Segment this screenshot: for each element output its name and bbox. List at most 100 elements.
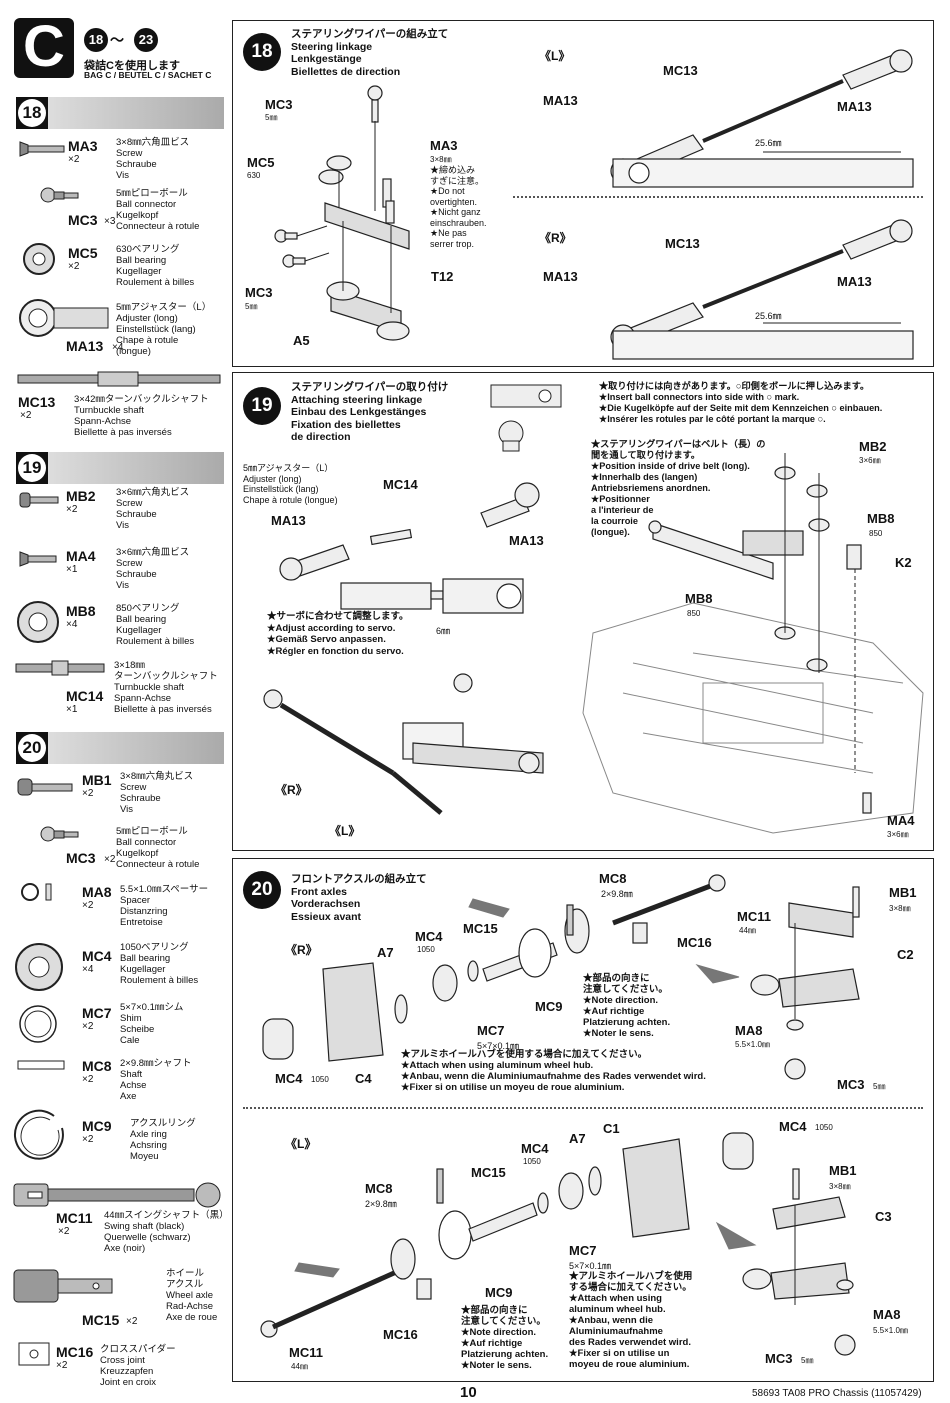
adjuster-label: 5㎜アジャスター（L） Adjuster (long) Einstellstüc…: [243, 463, 338, 505]
part-qty: ×4: [66, 619, 78, 630]
label-mc4-l2-sub: 1050: [815, 1123, 833, 1132]
label-mb1-l: MB1: [829, 1163, 857, 1178]
label-mb2: MB2: [859, 439, 887, 454]
part-code: MA4: [66, 548, 96, 564]
dim-6mm: 6㎜: [436, 626, 451, 636]
label-mc3-l-size: 5㎜: [801, 1356, 814, 1365]
part-code: MC9: [82, 1118, 112, 1134]
label-mc5: MC5: [247, 155, 275, 170]
label-mb8-b-sub: 850: [687, 609, 701, 618]
label-ma3: MA3: [430, 138, 458, 153]
part-qty: ×1: [66, 704, 78, 715]
label-ma13-r1: MA13: [543, 269, 578, 284]
label-ma4: MA4: [887, 813, 915, 828]
dim-25-6-r: 25.6㎜: [755, 311, 782, 321]
part-qty: ×2: [82, 1074, 94, 1085]
bag-note-multi: BAG C / BEUTEL C / SACHET C: [84, 70, 212, 80]
step-20-panel: 20 フロントアクスルの組み立て Front axles Vorderachse…: [232, 858, 934, 1382]
label-ma13-l1: MA13: [543, 93, 578, 108]
parts-sidebar: 18 MA3 ×2 3×8㎜六角皿ビス Screw Schraube Vis M…: [0, 0, 230, 1403]
label-ma8-l-size: 5.5×1.0㎜: [873, 1326, 908, 1335]
part-code: MC14: [66, 688, 104, 704]
label-mb1-l-size: 3×8㎜: [829, 1182, 851, 1191]
label-mc8-r-size: 2×9.8㎜: [601, 889, 633, 899]
label-ma4-size: 3×6㎜: [887, 830, 909, 839]
part-desc: 630ベアリング Ball bearing Kugellager Rouleme…: [116, 244, 195, 288]
steering-linkage-diagram: [263, 673, 544, 815]
bag-letter-badge: C: [14, 14, 74, 79]
label-mc13-r: MC13: [665, 236, 700, 251]
bearing-icon: [23, 243, 55, 275]
label-ma3-size: 3×8㎜: [430, 155, 452, 164]
label-c1: C1: [603, 1121, 620, 1136]
label-mc8-l-size: 2×9.8㎜: [365, 1199, 397, 1209]
label-mb8-b: MB8: [685, 591, 713, 606]
sidebar-step-20-bar: 20: [16, 732, 224, 764]
label-mc3-l: MC3: [765, 1351, 793, 1366]
part-qty: ×2: [126, 1316, 138, 1327]
label-mb2-size: 3×6㎜: [859, 456, 881, 465]
label-k2: K2: [895, 555, 912, 570]
label-mc4-l-sub: 1050: [523, 1157, 541, 1166]
step-20-badge: 20: [243, 871, 281, 909]
right-mark: 《R》: [539, 231, 572, 245]
l-mark-20: 《L》: [285, 1137, 317, 1151]
part-desc: アクスルリング Axle ring Achsring Moyeu: [130, 1118, 196, 1162]
bag-note-jp: 袋詰Cを使用します: [84, 60, 180, 72]
left-rod-diagram: [610, 49, 914, 188]
part-code: MB1: [82, 772, 112, 788]
label-mc7-r-size: 5×7×0.1㎜: [477, 1041, 520, 1051]
label-ma8-r: MA8: [735, 1023, 763, 1038]
label-mb1-r: MB1: [889, 885, 917, 900]
part-qty: ×2: [104, 854, 116, 865]
label-mc16-l: MC16: [383, 1327, 418, 1342]
part-code: MC5: [68, 245, 98, 261]
sidebar-step-18-bar: 18: [16, 97, 224, 129]
part-code: MB2: [66, 488, 96, 504]
label-mc4-l2: MC4: [779, 1119, 807, 1134]
bag-letter: C: [23, 14, 65, 79]
screw-countersunk-icon: [19, 141, 65, 157]
label-c2: C2: [897, 947, 914, 962]
servo-adjust-note: ★サーボに合わせて調整します。 ★Adjust according to ser…: [267, 611, 409, 657]
part-code: MC7: [82, 1005, 112, 1021]
label-ma13-l2: MA13: [837, 99, 872, 114]
page-number: 10: [460, 1384, 477, 1401]
part-desc: 850ベアリング Ball bearing Kugellager Rouleme…: [116, 603, 195, 647]
part-desc: 1050ベアリング Ball bearing Kugellager Roulem…: [120, 942, 199, 986]
ball-connector-orientation-icon: [490, 384, 562, 452]
part-desc: 3×18㎜ ターンバックルシャフト Turnbuckle shaft Spann…: [114, 660, 218, 715]
part-desc: 3×42㎜ターンバックルシャフト Turnbuckle shaft Spann-…: [74, 394, 209, 438]
label-mb8-a: MB8: [867, 511, 895, 526]
label-mc7-r: MC7: [477, 1023, 505, 1038]
part-code: MA13: [66, 338, 104, 354]
label-mc14: MC14: [383, 477, 418, 492]
label-ma13-r2: MA13: [837, 274, 872, 289]
step-18-badge: 18: [243, 33, 281, 71]
hub-note-l: ★アルミホイールハブを使用 する場合に加えてください。 ★Attach when…: [569, 1271, 693, 1370]
turnbuckle-shaft-icon: [17, 371, 221, 387]
label-mc16-r: MC16: [677, 935, 712, 950]
label-c4: C4: [355, 1071, 372, 1086]
part-qty: ×2: [82, 1021, 94, 1032]
direction-note-l: ★部品の向きに 注意してください。 ★Note direction. ★Auf …: [461, 1305, 549, 1371]
label-mc3b-size: 5㎜: [245, 302, 258, 311]
left-mark: 《L》: [539, 49, 571, 63]
label-a7-r: A7: [377, 945, 394, 960]
label-t12: T12: [431, 269, 454, 284]
dim-25-6-l: 25.6㎜: [755, 138, 782, 148]
label-mc11-l: MC11: [289, 1345, 323, 1360]
sidebar-step-18-num: 18: [18, 99, 46, 127]
label-mc9-r: MC9: [535, 999, 563, 1014]
part-desc: 44㎜スイングシャフト（黒） Swing shaft (black) Querw…: [104, 1210, 229, 1254]
ball-connector-icon: [40, 187, 79, 203]
part-qty: ×2: [68, 261, 80, 272]
screw-round-icon: [19, 492, 59, 508]
step-20-title: フロントアクスルの組み立て Front axles Vorderachsen E…: [291, 873, 427, 923]
label-mc4-r-sub: 1050: [417, 945, 435, 954]
label-ma13-b: MA13: [509, 533, 544, 548]
part-desc: 2×9.8㎜シャフト Shaft Achse Axe: [120, 1058, 192, 1102]
lr-divider: [513, 196, 923, 198]
cross-joint-icon: [18, 1342, 50, 1366]
label-mc3: MC3: [265, 97, 293, 112]
